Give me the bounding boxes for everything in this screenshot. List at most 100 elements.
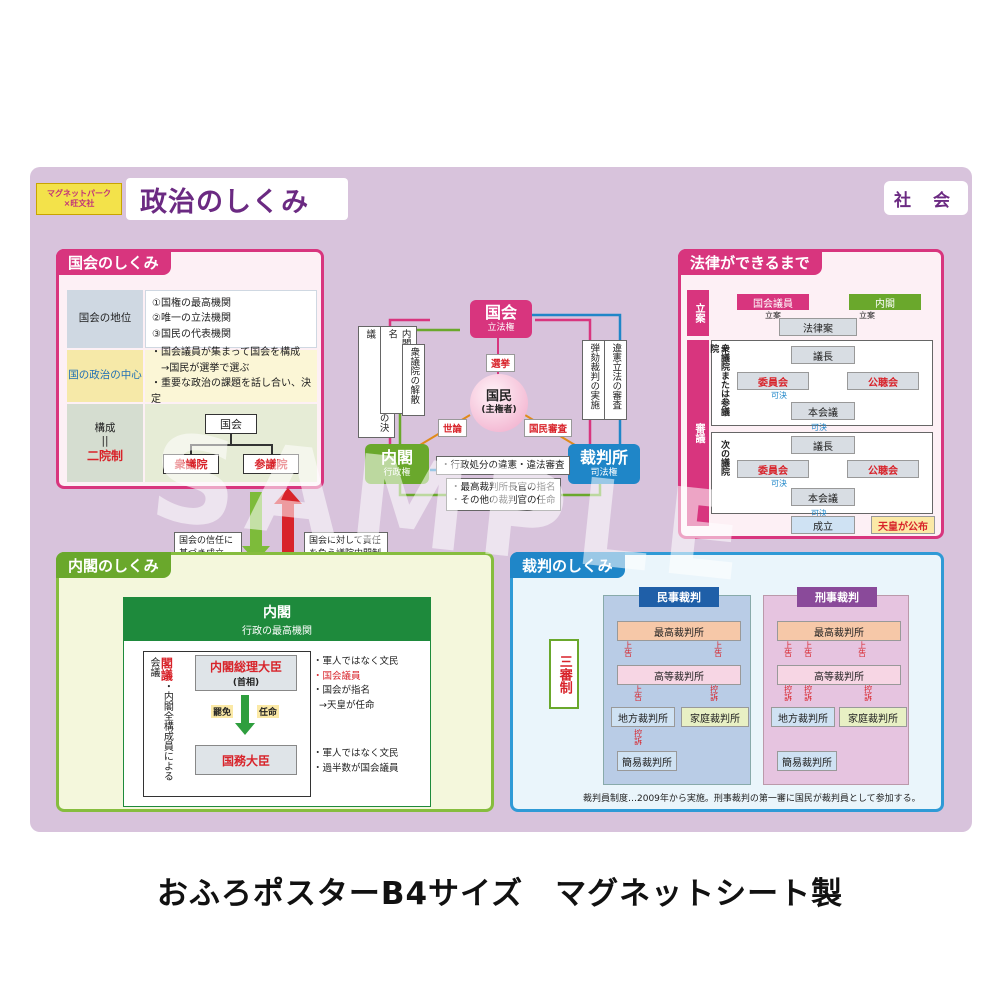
criminal-district: 地方裁判所	[771, 707, 835, 727]
bottom-note-line: ・最高裁判所長官の指名	[451, 482, 556, 493]
dismiss-label: 罷免	[211, 705, 234, 718]
poster-title: 政治のしくみ	[126, 178, 348, 220]
brand-line-1: マグネットパーク	[47, 189, 111, 198]
emperor-box: 天皇が公布	[871, 516, 935, 534]
center-item: ・国会議員が集まって国会を構成	[151, 347, 301, 358]
tree-line	[190, 444, 272, 446]
plenary-box-1: 本会議	[791, 402, 855, 420]
structure-label: 構成	[94, 421, 116, 434]
pm-box: 内閣総理大臣 (首相)	[195, 655, 297, 691]
kakugi-label: 閣議	[159, 657, 174, 681]
jury-note: 裁判員制度…2009年から実施。刑事裁判の第一審に国民が裁判員として参加する。	[583, 794, 921, 804]
kokkai-status-label: 国会の地位	[67, 290, 143, 348]
kaketsu-label: 可決	[771, 391, 787, 400]
hearing-box-2: 公聴会	[847, 460, 919, 478]
tree-kokkai-box: 国会	[205, 414, 257, 434]
jokoku-label: 上告	[803, 641, 813, 657]
koso-label: 控訴	[783, 685, 793, 701]
plenary-box-2: 本会議	[791, 488, 855, 506]
bottom-note: ・最高裁判所長官の指名 ・その他の裁判官の任命	[446, 478, 561, 511]
senkyo-label: 選挙	[486, 354, 516, 372]
three-tier-badge: 三審制	[549, 639, 579, 709]
kokkai-center-items: ・国会議員が集まって国会を構成 →国民が選挙で選ぶ ・重要な政治の課題を話し合い…	[145, 347, 317, 405]
side-ritsuan: 立案	[687, 290, 709, 336]
civil-district: 地方裁判所	[611, 707, 675, 727]
jokoku-label: 上告	[783, 641, 793, 657]
status-item: ③国民の代表機関	[152, 328, 231, 340]
kokumin-node: 国民 (主権者)	[470, 374, 528, 432]
tree-line	[230, 434, 232, 444]
criminal-family: 家庭裁判所	[839, 707, 907, 727]
saiban-node-sub: 司法権	[590, 467, 618, 478]
pm-note: ・国会議員	[313, 670, 361, 682]
minister-notes: ・軍人ではなく文民 ・過半数が国会議員	[313, 747, 423, 776]
bottom-note-line: ・その他の裁判官の任命	[451, 495, 556, 507]
saiban-note-2: 違憲立法の審査	[604, 340, 628, 420]
seron-label: 世論	[438, 419, 468, 437]
hou-panel: 法律ができるまで 立案 審議 国会議員 内閣 立案 立案 法律案 衆議院または参…	[678, 249, 944, 539]
koso-label: 控訴	[863, 685, 873, 701]
kokkai-center-label: 国の政治の中心	[67, 350, 143, 402]
kokkai-panel: 国会のしくみ 国会の地位 ①国権の最高機関 ②唯一の立法機関 ③国民の代表機関 …	[56, 249, 324, 489]
committee-box-2: 委員会	[737, 460, 809, 478]
mid-note: ・行政処分の違憲・違法審査	[436, 456, 570, 476]
kokkai-status-items: ①国権の最高機関 ②唯一の立法機関 ③国民の代表機関	[145, 290, 317, 348]
kokkai-center-row: 国の政治の中心 ・国会議員が集まって国会を構成 →国民が選挙で選ぶ ・重要な政治…	[67, 347, 317, 405]
resp-arrow-shaft	[282, 504, 294, 556]
saiban-node-label: 裁判所	[579, 448, 628, 468]
structure-value: 二院制	[86, 448, 123, 463]
koso-label: 控訴	[709, 685, 719, 701]
saiban-title: 裁判のしくみ	[510, 552, 625, 578]
jokoku-label: 上告	[713, 641, 723, 657]
saiban-panel: 裁判のしくみ 三審制 民事裁判 最高裁判所 高等裁判所 地方裁判所 家庭裁判所 …	[510, 552, 944, 812]
saiban-note-1: 弾劾裁判の実施	[582, 340, 606, 420]
committee-box-1: 委員会	[737, 372, 809, 390]
proposer-diet: 国会議員	[737, 294, 809, 310]
passed-box: 成立	[791, 516, 855, 534]
naikaku-panel: 内閣のしくみ 内閣 行政の最高機関 閣議・内閣全構成員による会議 内閣総理大臣 …	[56, 552, 494, 812]
naikaku-note-3: 衆議院の解散	[402, 344, 426, 416]
minister-note: ・軍人ではなく文民	[313, 748, 399, 759]
appoint-label: 任命	[257, 705, 280, 718]
center-item: ・重要な政治の課題を話し合い、決定	[151, 378, 311, 405]
naikaku-node-sub: 行政権	[383, 467, 411, 478]
pm-notes: ・軍人ではなく文民 ・国会議員 ・国会が指名 →天皇が任命	[313, 655, 423, 714]
bill-box: 法律案	[779, 318, 857, 336]
kokumin-sub: (主権者)	[481, 405, 517, 416]
teian-label: 立案	[765, 311, 781, 320]
subject-badge: 社 会	[884, 181, 968, 215]
pm-note: ・軍人ではなく文民	[313, 656, 399, 667]
proposer-cabinet: 内閣	[849, 294, 921, 310]
kaketsu-label: 可決	[811, 509, 827, 518]
civil-family: 家庭裁判所	[681, 707, 749, 727]
civil-supreme: 最高裁判所	[617, 621, 741, 641]
minister-box: 国務大臣	[195, 745, 297, 775]
naikaku-head-label: 内閣	[263, 604, 291, 621]
kakugi-frame	[143, 651, 311, 797]
kokkai-node-sub: 立法権	[487, 322, 515, 333]
naikaku-node-label: 内閣	[380, 448, 413, 468]
kokumin-label: 国民	[485, 388, 512, 404]
center-item: →国民が選挙で選ぶ	[161, 362, 250, 374]
saiban-node: 裁判所 司法権	[568, 444, 640, 484]
civil-label: 民事裁判	[639, 587, 719, 607]
brand-logo: マグネットパーク ×旺文社	[36, 183, 122, 215]
naikaku-head-sub: 行政の最高機関	[242, 625, 312, 637]
chair-box-2: 議長	[791, 436, 855, 454]
shinsa-label: 国民審査	[524, 419, 573, 437]
status-item: ①国権の最高機関	[152, 297, 231, 309]
kokkai-node: 国会 立法権	[470, 300, 532, 338]
pm-note: →天皇が任命	[319, 700, 375, 712]
civil-high: 高等裁判所	[617, 665, 741, 685]
kokkai-node-label: 国会	[484, 303, 517, 323]
hearing-box-1: 公聴会	[847, 372, 919, 390]
house1-label: 衆議院または参議院	[708, 344, 729, 416]
criminal-summary: 簡易裁判所	[777, 751, 837, 771]
kokkai-status-row: 国会の地位 ①国権の最高機関 ②唯一の立法機関 ③国民の代表機関	[67, 290, 317, 348]
brand-line-2: ×旺文社	[63, 199, 95, 208]
side-shingi: 審議	[687, 340, 709, 526]
koso-label: 控訴	[633, 729, 643, 745]
criminal-label: 刑事裁判	[797, 587, 877, 607]
jokoku-label: 上告	[633, 685, 643, 701]
tree-shugiin-box: 衆議院	[163, 454, 219, 474]
